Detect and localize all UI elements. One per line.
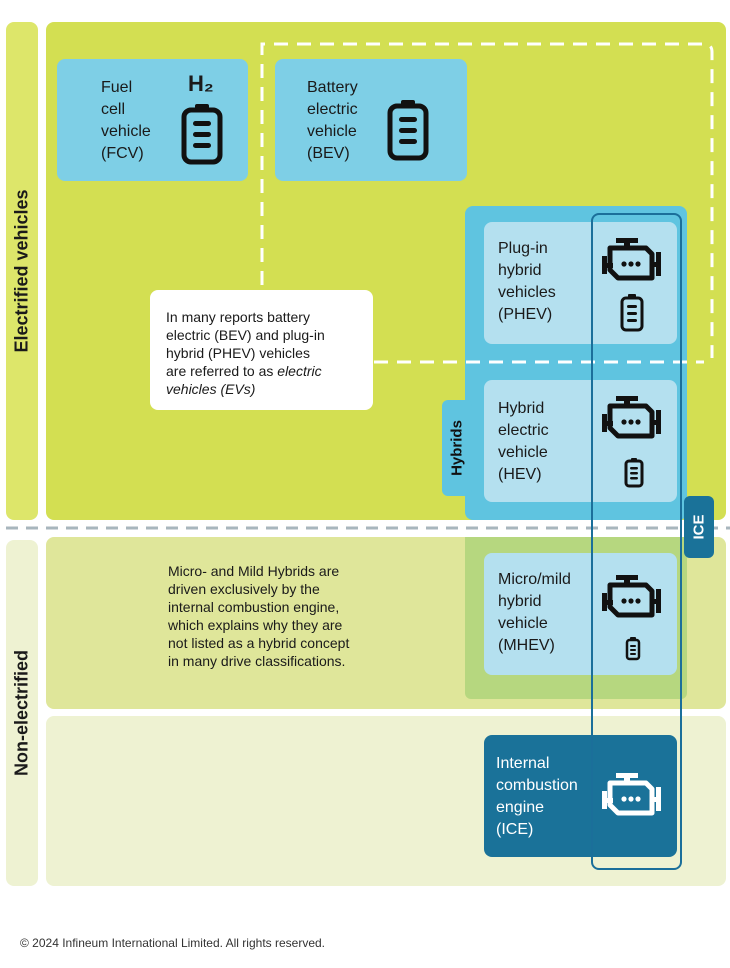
battery-icon bbox=[620, 294, 644, 332]
mhev-card: Micro/mild hybrid vehicle (MHEV) bbox=[484, 553, 677, 675]
hybrids-tag: Hybrids bbox=[442, 400, 472, 496]
hev-card: Hybrid electric vehicle (HEV) bbox=[484, 380, 677, 502]
ice-outline bbox=[591, 213, 682, 870]
h2-badge: H₂ bbox=[188, 71, 214, 96]
battery-icon bbox=[181, 104, 223, 165]
ice-tag-label: ICE bbox=[690, 514, 708, 540]
fcv-label: Fuel cell vehicle (FCV) bbox=[101, 79, 151, 162]
electrified-sidebar: Electrified vehicles bbox=[6, 22, 38, 520]
battery-icon bbox=[625, 637, 641, 661]
engine-icon bbox=[602, 238, 661, 281]
battery-icon bbox=[387, 100, 429, 161]
phev-card: Plug-in hybrid vehicles (PHEV) bbox=[484, 222, 677, 344]
bev-card: Battery electric vehicle (BEV) bbox=[275, 59, 467, 181]
bev-label: Battery electric vehicle (BEV) bbox=[307, 79, 358, 162]
hybrids-tag-label: Hybrids bbox=[448, 420, 466, 476]
engine-icon bbox=[602, 396, 661, 439]
non-electrified-sidebar: Non-electrified bbox=[6, 540, 38, 886]
ice-card: Internal combustion engine (ICE) bbox=[484, 735, 677, 857]
engine-icon bbox=[602, 773, 661, 816]
phev-label: Plug-in hybrid vehicles (PHEV) bbox=[498, 240, 556, 323]
ev-note-text: In many reports battery electric (BEV) a… bbox=[166, 308, 325, 398]
mild-hybrid-note: Micro- and Mild Hybrids are driven exclu… bbox=[168, 563, 350, 669]
battery-icon bbox=[624, 458, 644, 488]
mhev-label: Micro/mild hybrid vehicle (MHEV) bbox=[498, 571, 571, 654]
ev-note-italic: electric vehicles (EVs) bbox=[166, 363, 322, 397]
ev-note-plain: In many reports battery electric (BEV) a… bbox=[166, 309, 325, 379]
ice-label: Internal combustion engine (ICE) bbox=[496, 755, 578, 838]
copyright-footer: © 2024 Infineum International Limited. A… bbox=[20, 936, 326, 950]
hev-label: Hybrid electric vehicle (HEV) bbox=[498, 400, 549, 483]
fcv-card: Fuel cell vehicle (FCV) H₂ bbox=[57, 59, 248, 181]
ev-note: In many reports battery electric (BEV) a… bbox=[150, 290, 373, 410]
engine-icon bbox=[602, 575, 661, 618]
ice-tag: ICE bbox=[684, 496, 714, 558]
